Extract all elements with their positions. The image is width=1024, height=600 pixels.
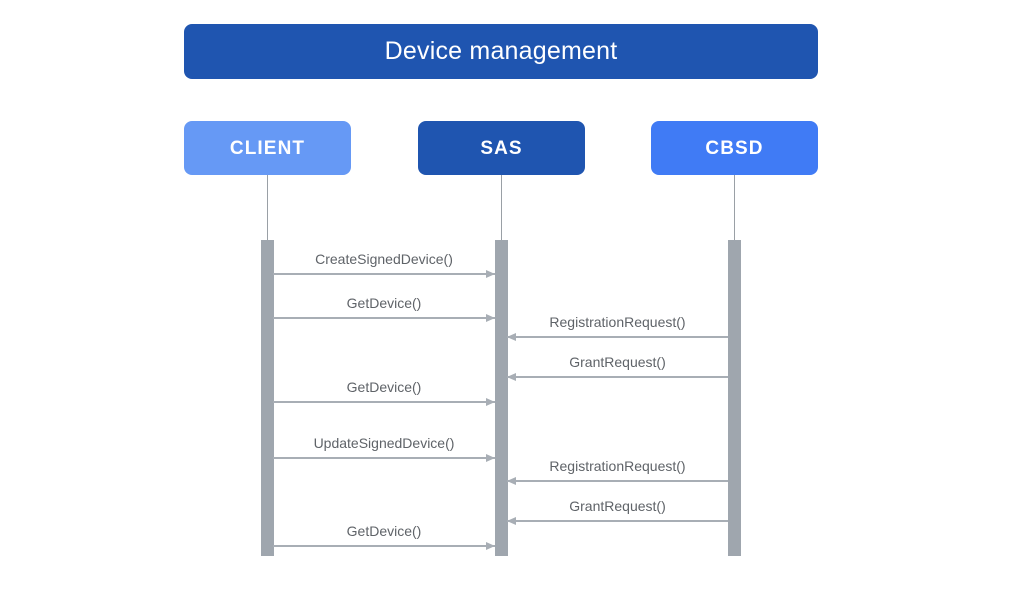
message-line (507, 480, 728, 482)
diagram-title-bar: Device management (184, 24, 818, 79)
arrow-head-icon (507, 476, 516, 485)
message-label: GetDevice() (346, 295, 422, 311)
activation-bar-cbsd (728, 240, 741, 556)
actor-box-client[interactable]: CLIENT (184, 121, 351, 175)
actor-label-client: CLIENT (229, 137, 306, 159)
message-line (273, 401, 495, 403)
arrow-head-icon (486, 269, 495, 278)
message-label: GetDevice() (346, 523, 422, 539)
message-line (273, 545, 495, 547)
message-line (273, 273, 495, 275)
message-line (273, 457, 495, 459)
message-label: CreateSignedDevice() (315, 251, 453, 267)
actor-box-cbsd[interactable]: CBSD (651, 121, 818, 175)
actor-label-sas: SAS (480, 137, 523, 159)
message-line (273, 317, 495, 319)
message-label: UpdateSignedDevice() (313, 435, 455, 451)
arrow-head-icon (507, 516, 516, 525)
arrow-head-icon (486, 453, 495, 462)
message-label: GetDevice() (346, 379, 422, 395)
message-label: RegistrationRequest() (549, 458, 686, 474)
message-line (507, 376, 728, 378)
message-label: GrantRequest() (569, 354, 666, 370)
actor-box-sas[interactable]: SAS (418, 121, 585, 175)
arrow-head-icon (507, 372, 516, 381)
message-label: GrantRequest() (569, 498, 666, 514)
actor-label-cbsd: CBSD (705, 137, 764, 159)
message-line (507, 520, 728, 522)
message-label: RegistrationRequest() (549, 314, 686, 330)
arrow-head-icon (486, 541, 495, 550)
arrow-head-icon (486, 397, 495, 406)
arrow-head-icon (507, 332, 516, 341)
activation-bar-client (261, 240, 274, 556)
message-line (507, 336, 728, 338)
arrow-head-icon (486, 313, 495, 322)
activation-bar-sas (495, 240, 508, 556)
page-title: Device management (384, 37, 618, 65)
